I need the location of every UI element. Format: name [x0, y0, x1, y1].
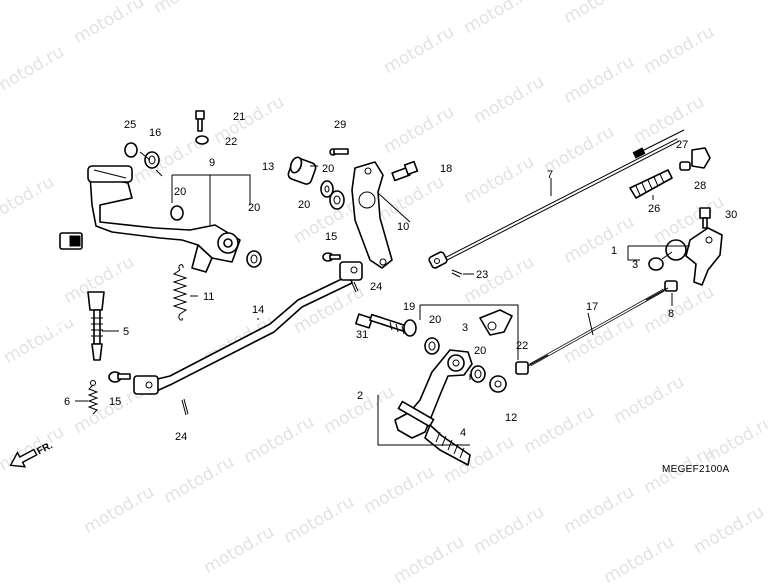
cotter-pin-23 [451, 269, 463, 278]
callout-18: 18 [440, 163, 452, 175]
callout-3: 3 [632, 259, 638, 271]
callout-20-c: 20 [322, 163, 334, 175]
callout-19: 19 [403, 301, 415, 313]
callout-29: 29 [334, 119, 346, 131]
callout-20-b: 20 [248, 202, 260, 214]
callout-15-a: 15 [325, 231, 337, 243]
callout-9: 9 [209, 157, 215, 169]
front-direction-arrow: FR. [9, 440, 55, 468]
collar-20-f [470, 365, 486, 383]
callout-20-a: 20 [174, 186, 186, 198]
washer-16 [144, 151, 160, 169]
callout-7: 7 [547, 169, 553, 181]
washer-19 [403, 319, 417, 337]
callout-31: 31 [356, 329, 368, 341]
bolt-29 [329, 148, 349, 156]
rod-17 [525, 287, 669, 368]
cotter-pin-24-b [351, 281, 359, 293]
callout-27: 27 [676, 139, 688, 151]
callout-21: 21 [233, 111, 245, 123]
callout-26: 26 [648, 203, 660, 215]
brake-pedal [87, 165, 241, 273]
callout-20-f: 20 [474, 345, 486, 357]
callout-11: 11 [203, 291, 214, 303]
bolt-15-b [322, 252, 341, 262]
collar-20-d [329, 190, 345, 210]
callout-2: 2 [357, 390, 363, 402]
lever-joint-1 [648, 227, 723, 286]
callout-15-b: 15 [109, 396, 121, 408]
callout-10: 10 [397, 221, 409, 233]
washer-22 [195, 135, 209, 145]
callout-23: 23 [476, 269, 488, 281]
callout-28: 28 [694, 180, 706, 192]
callout-17: 17 [586, 301, 598, 313]
callout-30: 30 [725, 209, 737, 221]
callout-8: 8 [668, 308, 674, 320]
brake-rod [133, 261, 363, 395]
callout-14: 14 [252, 304, 264, 316]
parts-diagram: 1 2 3 3 4 5 6 7 8 9 10 11 12 13 14 15 15… [9, 110, 737, 468]
callout-labels: 1 2 3 3 4 5 6 7 8 9 10 11 12 13 14 15 15… [64, 111, 737, 443]
nut-8 [664, 280, 678, 292]
cotter-pin-24-a [181, 398, 189, 416]
spring-6 [87, 380, 99, 415]
callout-22-a: 22 [225, 136, 237, 148]
callout-16: 16 [149, 127, 161, 139]
callout-20-e: 20 [429, 314, 441, 326]
callout-12: 12 [505, 412, 517, 424]
callout-13: 13 [262, 161, 274, 173]
bushing-12 [489, 375, 507, 393]
bolt-21 [195, 110, 205, 132]
brake-switch-harness [29, 232, 105, 361]
nut-22-b [515, 361, 529, 375]
callout-20-d: 20 [298, 199, 310, 211]
diagram-code: MEGEF2100A [662, 464, 730, 475]
callout-25: 25 [124, 119, 136, 131]
callout-24-b: 24 [370, 281, 382, 293]
callout-5: 5 [123, 326, 129, 338]
nut-27 [679, 161, 691, 171]
tie-rod [428, 129, 685, 269]
callout-6: 6 [64, 396, 70, 408]
ball-joint-3 [479, 309, 513, 336]
callout-22-b: 22 [516, 340, 528, 352]
collar-20-c [320, 180, 334, 198]
collar-13 [287, 156, 317, 185]
spring-11 [172, 264, 188, 321]
collar-20-a [170, 205, 184, 221]
shift-knob-28 [691, 147, 711, 169]
bolt-15-a [108, 371, 131, 383]
bolt-30 [699, 207, 711, 229]
callout-1: 1 [611, 245, 617, 257]
clip-25 [124, 142, 138, 158]
rubber-boot-26 [629, 169, 673, 199]
callout-4: 4 [460, 427, 466, 439]
gearshift-pedal [394, 349, 473, 439]
shift-arm-10 [351, 161, 393, 269]
callout-3-b: 3 [462, 322, 468, 334]
callout-24-a: 24 [175, 431, 187, 443]
collar-20-b [246, 250, 262, 268]
collar-20-e [424, 337, 440, 355]
bolt-18 [391, 160, 419, 182]
direction-label: FR. [35, 440, 55, 457]
